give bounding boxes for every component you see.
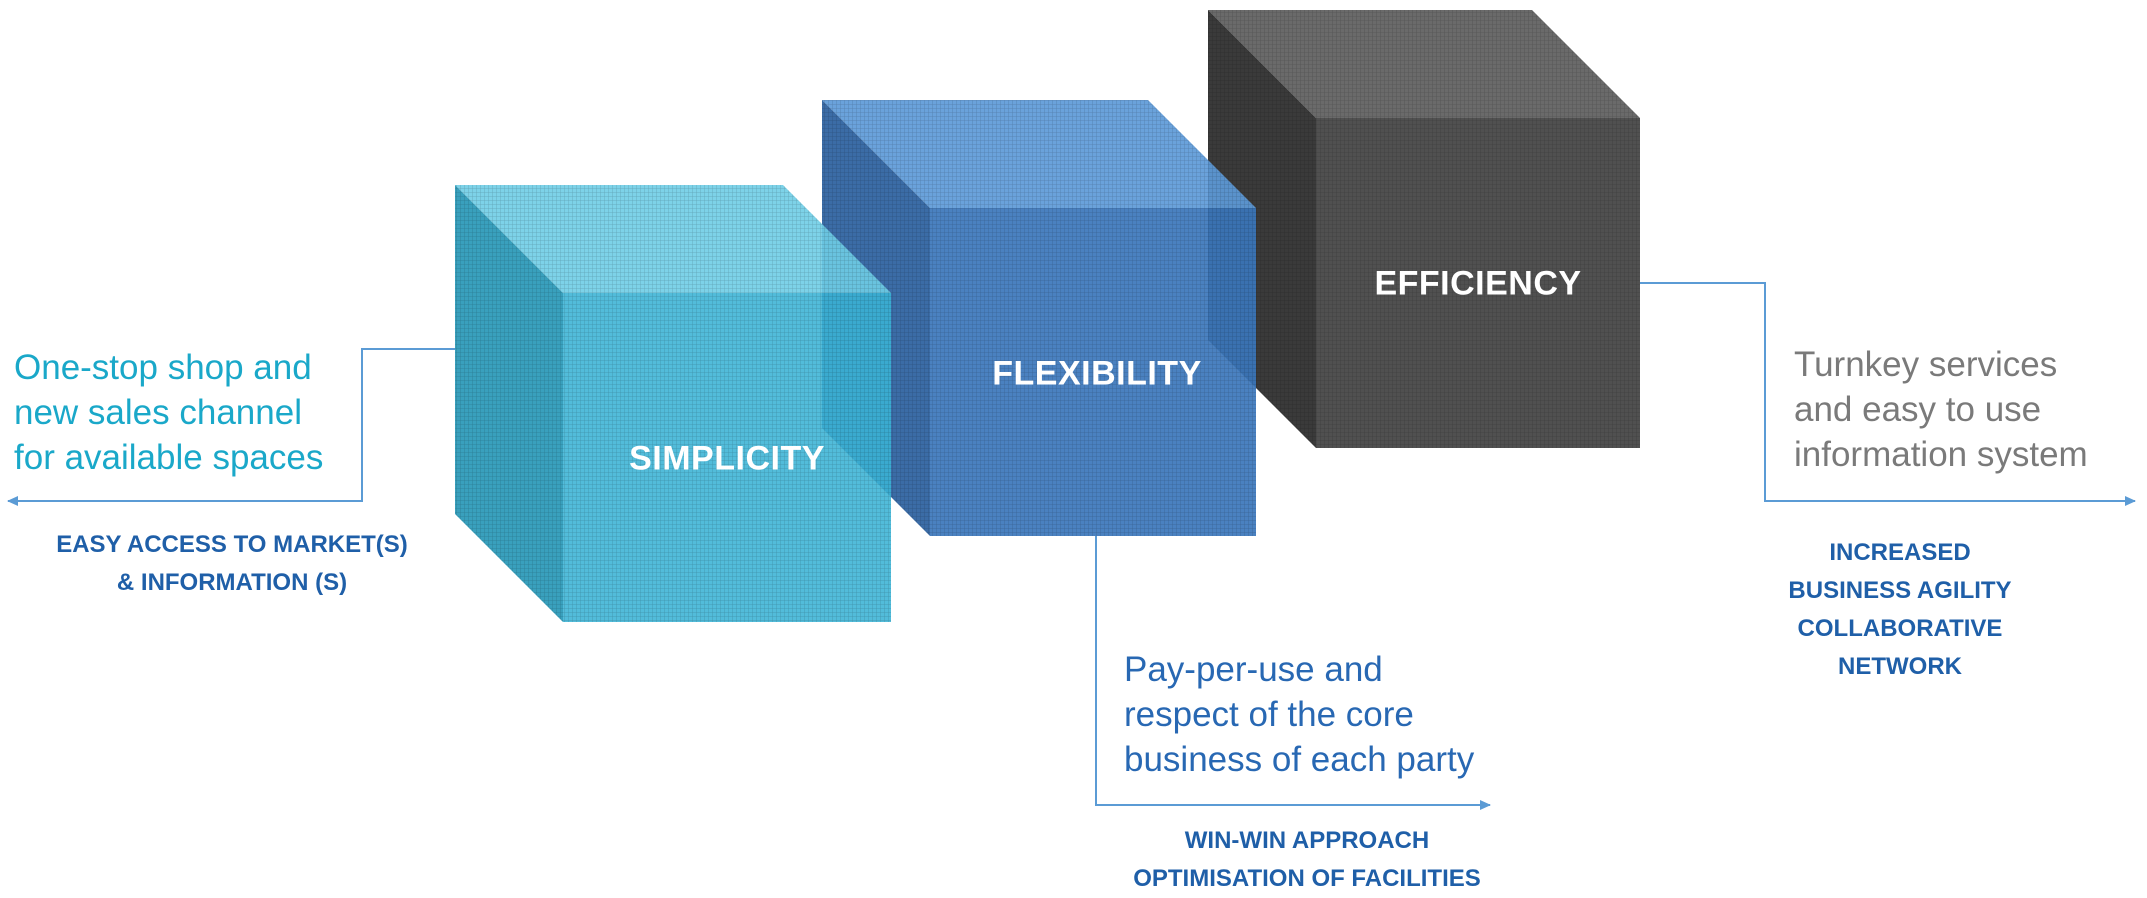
simplicity-connector <box>7 348 455 506</box>
efficiency-cube <box>1208 10 1640 448</box>
flexibility-outcome: WIN-WIN APPROACH OPTIMISATION OF FACILIT… <box>1133 827 1481 892</box>
flexibility-description: Pay-per-use and respect of the core busi… <box>1124 650 1475 779</box>
efficiency-outcome: INCREASED BUSINESS AGILITY COLLABORATIVE… <box>1788 539 2012 680</box>
efficiency-connector <box>1640 282 2136 506</box>
simplicity-cube <box>455 185 891 622</box>
simplicity-label: SIMPLICITY <box>629 439 825 478</box>
simplicity-outcome: EASY ACCESS TO MARKET(S) & INFORMATION (… <box>56 531 408 596</box>
efficiency-label: EFFICIENCY <box>1374 264 1582 303</box>
simplicity-description: One-stop shop and new sales channel for … <box>14 348 324 477</box>
flexibility-label: FLEXIBILITY <box>992 354 1202 393</box>
efficiency-description: Turnkey services and easy to use informa… <box>1794 345 2088 474</box>
flexibility-connector <box>1095 536 1491 810</box>
